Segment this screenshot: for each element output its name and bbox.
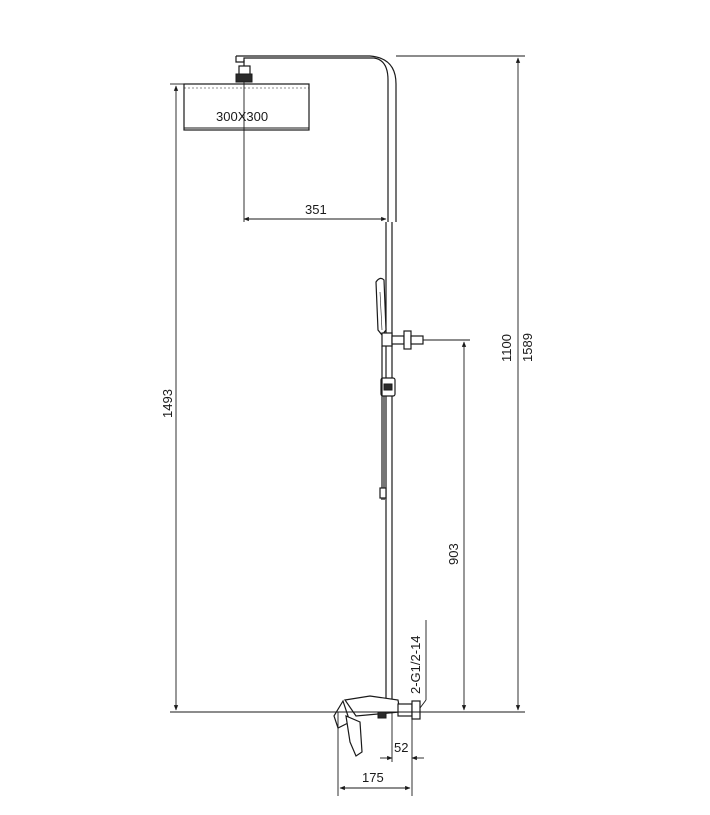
label-total-height: 1589 [520,333,535,362]
label-arm-reach: 351 [305,202,327,217]
label-head-height: 1493 [160,389,175,418]
hand-shower [375,277,387,336]
dim-outlet-height: 903 [423,339,470,711]
dim-head-size: 300X300 [216,109,268,124]
dim-wall-offset: 52 [380,712,424,796]
dim-total-height: 1100 1589 [396,55,535,711]
dim-inlet-thread: 2-G1/2-14 [408,620,427,709]
rain-shower-head [170,83,310,131]
shower-arm [235,55,397,222]
label-wall-offset: 52 [394,740,408,755]
label-outlet-height: 903 [446,543,461,565]
label-head-size: 300X300 [216,109,268,124]
mixer-valve [333,695,421,757]
diverter-outlet [381,330,424,350]
label-inlet-thread: 2-G1/2-14 [408,635,423,694]
shower-head-connector [235,60,253,83]
dim-arm-reach: 351 [243,82,387,222]
label-mixer-depth: 175 [362,770,384,785]
dim-mixer-depth: 175 [337,712,411,796]
sliding-bracket [380,377,396,397]
riser-pole [385,222,393,700]
dim-head-height: 1493 [160,85,179,711]
label-bar-height: 1100 [499,334,514,362]
shower-hose [379,346,387,500]
